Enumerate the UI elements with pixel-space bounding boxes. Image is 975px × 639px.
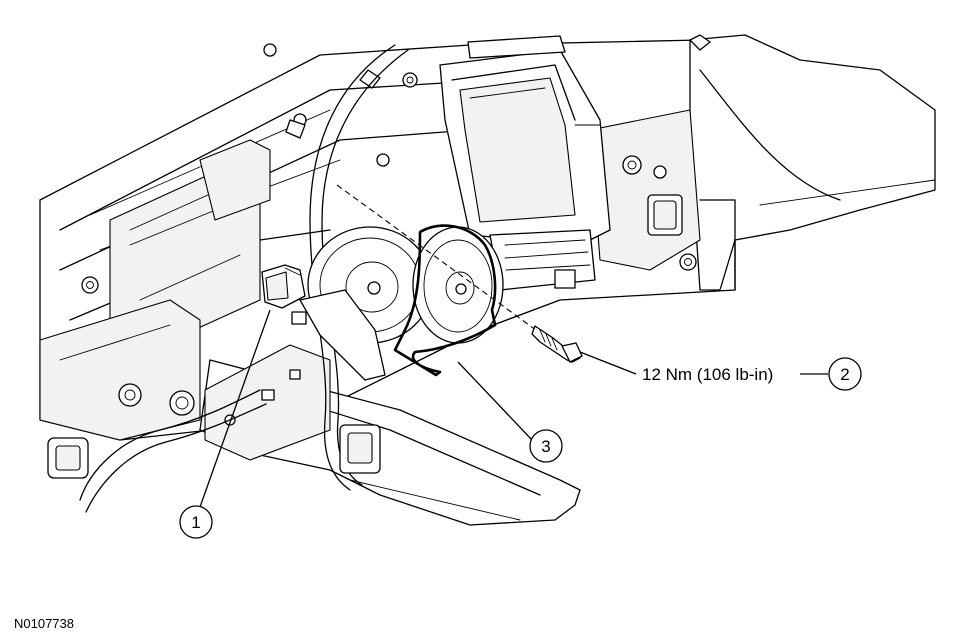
horn-assembly [299,224,504,381]
callout-2: 12 Nm (106 lb-in) 2 [579,351,862,391]
callout-3: 3 [457,361,563,463]
horn-bolt [336,184,583,363]
torque-spec-label: 12 Nm (106 lb-in) [642,365,773,384]
callout-1: 1 [179,309,271,539]
callout-3-number: 3 [541,437,550,456]
callout-2-number: 2 [840,365,849,384]
electronic-module [439,35,611,291]
callout-1-number: 1 [191,513,200,532]
lower-panel [39,276,581,526]
figure-id: N0107738 [14,616,74,631]
wiring-harness [47,44,409,513]
horn-electrical-connector [261,264,307,325]
